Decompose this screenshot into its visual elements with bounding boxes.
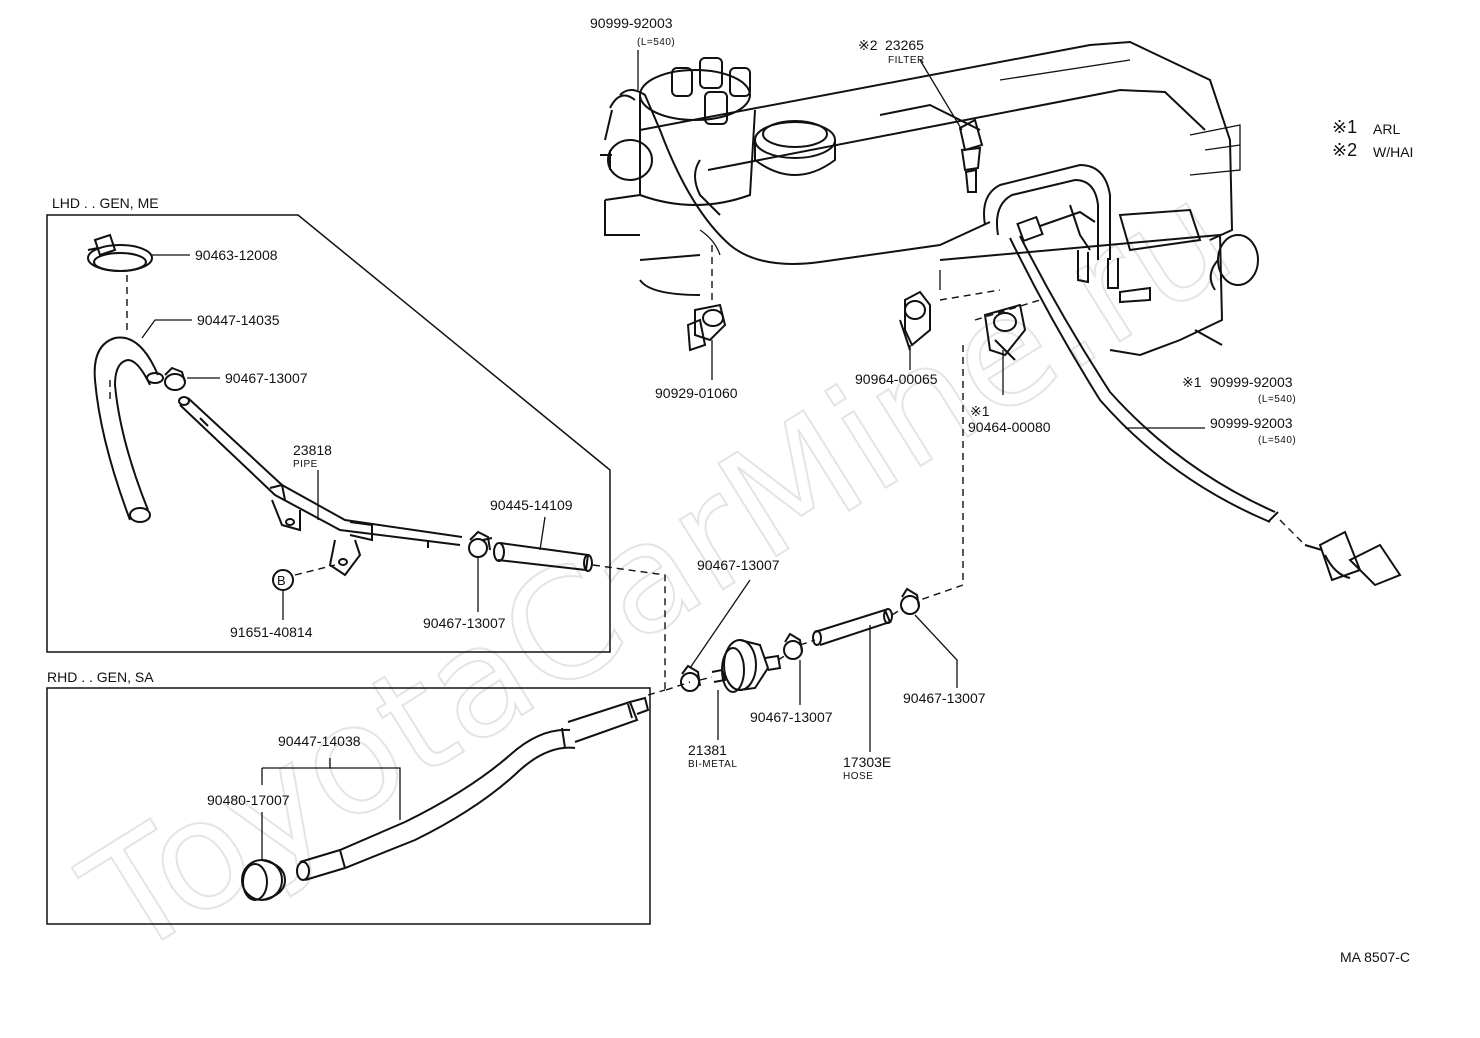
grommet-90480-17007-icon [241, 859, 287, 901]
hose-17303e-icon [812, 608, 893, 646]
part-label-90445-14109: 90445-14109 [490, 497, 573, 513]
clamp-note-mark: ※1 [970, 403, 990, 419]
part-label-90467-13007-b: 90467-13007 [750, 709, 833, 725]
part-label-90467-13007-c: 90467-13007 [903, 690, 986, 706]
part-name-bimetal: BI-METAL [688, 759, 737, 770]
part-label-90964-00065: 90964-00065 [855, 371, 938, 387]
legend-note2-text: W/HAI [1373, 144, 1413, 160]
rhd-section-title: RHD . . GEN, SA [47, 669, 154, 685]
part-label-90467-13007-lhd1: 90467-13007 [225, 370, 308, 386]
engine-illustration [600, 40, 1402, 587]
hose-90445-14109-icon [493, 542, 593, 572]
part-name-filter: FILTER [888, 55, 925, 66]
pipe-23818-icon [178, 396, 463, 577]
lhd-section-title: LHD . . GEN, ME [52, 195, 159, 211]
hose-90447-14038-icon [296, 696, 650, 881]
part-length-arl: (L=540) [1258, 394, 1296, 405]
filter-note-mark: ※2 [858, 37, 878, 53]
part-label-90999-92003-main: 90999-92003 [1210, 415, 1293, 431]
legend-note1-text: ARL [1373, 121, 1400, 137]
part-label-21381: 21381 [688, 742, 727, 758]
figure-code: MA 8507-C [1340, 949, 1410, 965]
clip-90467-13007-b-icon [783, 632, 803, 660]
part-label-90467-13007-a: 90467-13007 [697, 557, 780, 573]
clamp-90463-12008-icon [87, 233, 153, 272]
rhd-section: RHD . . GEN, SA 90447-14038 90480-17007 [46, 669, 666, 925]
part-label-90480-17007: 90480-17007 [207, 792, 290, 808]
clamp-90464-00080-icon [983, 303, 1027, 361]
part-label-90464-00080: 90464-00080 [968, 419, 1051, 435]
part-label-17303e: 17303E [843, 754, 891, 770]
clamp-90964-00065-icon [899, 290, 931, 351]
clip-90467-13007-a-icon [680, 664, 701, 692]
tube-note-mark: ※1 [1182, 374, 1202, 390]
hose-90447-14035-icon [93, 336, 164, 523]
bimetal-valve-21381-icon [711, 639, 782, 693]
legend-note1-mark: ※1 [1332, 117, 1357, 137]
part-label-90463-12008: 90463-12008 [195, 247, 278, 263]
lhd-section: LHD . . GEN, ME 90463-12008 90447-14035 … [46, 195, 666, 690]
part-name-hose: HOSE [843, 771, 873, 782]
part-length-main: (L=540) [1258, 435, 1296, 446]
legend: ※1 ARL ※2 W/HAI [1332, 117, 1413, 160]
legend-note2-mark: ※2 [1332, 140, 1357, 160]
part-label-90999-92003-arl: 90999-92003 [1210, 374, 1293, 390]
part-label-90999-92003-top: 90999-92003 [590, 15, 673, 31]
part-label-90447-14038: 90447-14038 [278, 733, 361, 749]
clip-90467-13007-lhd2-icon [468, 530, 493, 558]
part-label-23818: 23818 [293, 442, 332, 458]
part-label-90929-01060: 90929-01060 [655, 385, 738, 401]
clamp-90929-01060-icon [686, 303, 727, 352]
clip-90467-13007-c-icon [900, 587, 920, 615]
part-label-90447-14035: 90447-14035 [197, 312, 280, 328]
part-label-90467-13007-lhd2: 90467-13007 [423, 615, 506, 631]
bolt-marker: B [277, 573, 286, 588]
part-name-pipe: PIPE [293, 459, 318, 470]
clip-90467-13007-lhd1-icon [164, 366, 186, 391]
watermark: ToyotaCarMine.ru [56, 149, 1260, 991]
part-label-91651-40814: 91651-40814 [230, 624, 313, 640]
part-length-top: (L=540) [637, 37, 675, 48]
part-label-23265: 23265 [885, 37, 924, 53]
